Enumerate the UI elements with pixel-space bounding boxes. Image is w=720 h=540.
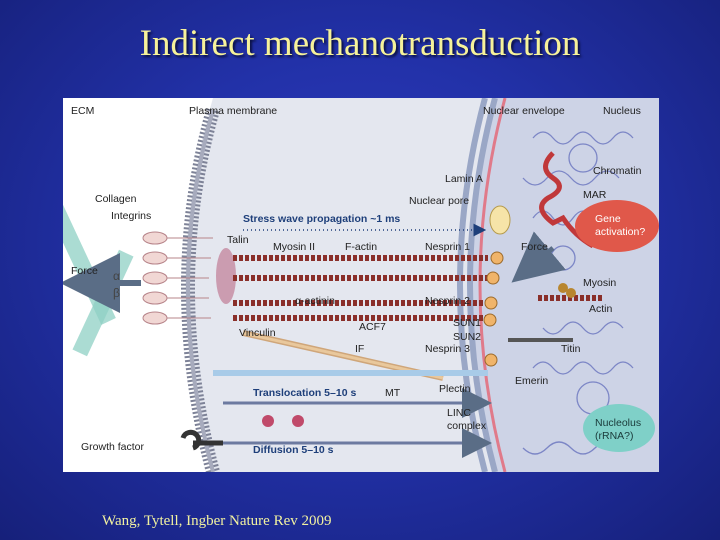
label-actin: Actin <box>589 303 613 315</box>
label-stress-wave: Stress wave propagation ~1 ms <box>243 213 400 225</box>
label-plectin: Plectin <box>439 383 471 395</box>
label-f-actin: F-actin <box>345 241 377 253</box>
label-titin: Titin <box>561 343 581 355</box>
figure-labels: ECM Plasma membrane Nuclear envelope Nuc… <box>71 105 645 456</box>
label-acf7: ACF7 <box>359 321 386 333</box>
label-nucleolus-1: Nucleolus <box>595 417 641 429</box>
mechanotransduction-figure: ECM Plasma membrane Nuclear envelope Nuc… <box>63 98 659 472</box>
nucleolus-blob <box>583 404 655 452</box>
nesprin-nodes <box>483 251 504 367</box>
label-emerin: Emerin <box>515 375 548 387</box>
label-sun1: SUN1 <box>453 317 481 329</box>
label-alpha-actinin: α-actinin <box>295 295 335 307</box>
label-beta: β <box>113 286 120 300</box>
label-chromatin: Chromatin <box>593 165 642 177</box>
label-collagen: Collagen <box>95 193 137 205</box>
label-gene-activation-2: activation? <box>595 226 645 238</box>
label-mar: MAR <box>583 189 607 201</box>
label-alpha: α <box>113 269 120 283</box>
label-vinculin: Vinculin <box>239 327 276 339</box>
label-linc-2: complex <box>447 420 487 432</box>
label-talin: Talin <box>227 234 249 246</box>
nuclear-envelope <box>457 98 488 472</box>
label-myosin-ii: Myosin II <box>273 241 315 253</box>
label-mt: MT <box>385 387 401 399</box>
label-integrins: Integrins <box>111 210 151 222</box>
growth-factor-receptor <box>180 429 223 451</box>
label-nucleus: Nucleus <box>603 105 641 117</box>
label-nesprin-1: Nesprin 1 <box>425 241 470 253</box>
slide-title: Indirect mechanotransduction <box>139 23 581 64</box>
label-nuclear-envelope: Nuclear envelope <box>483 105 565 117</box>
citation: Wang, Tytell, Ingber Nature Rev 2009 <box>102 513 332 529</box>
nuclear-lamina <box>478 98 507 472</box>
force-arrow-right <box>511 231 566 283</box>
label-myosin: Myosin <box>583 277 616 289</box>
label-diffusion: Diffusion 5–10 s <box>253 444 334 456</box>
label-nucleolus-2: (rRNA?) <box>595 430 634 442</box>
label-sun2: SUN2 <box>453 331 481 343</box>
label-lamin-a: Lamin A <box>445 173 483 185</box>
label-linc-1: LINC <box>447 407 471 419</box>
label-ecm: ECM <box>71 105 94 117</box>
integrins <box>142 231 213 325</box>
signal-molecule <box>262 415 274 427</box>
label-nesprin-2: Nesprin 2 <box>425 295 470 307</box>
label-gene-activation-1: Gene <box>595 213 621 225</box>
label-if: IF <box>355 343 364 355</box>
label-force-right: Force <box>521 241 548 253</box>
nuclear-pore-complex <box>489 205 511 235</box>
chromatin-strand <box>539 151 595 249</box>
gene-activation-blob <box>575 200 659 252</box>
nuclear-myosin <box>558 283 576 298</box>
label-nuclear-pore: Nuclear pore <box>409 195 469 207</box>
label-translocation: Translocation 5–10 s <box>253 387 356 399</box>
actin-filaments <box>233 255 603 321</box>
label-plasma-membrane: Plasma membrane <box>189 105 277 117</box>
focal-adhesion <box>216 248 236 304</box>
label-nesprin-3: Nesprin 3 <box>425 343 470 355</box>
label-force-left: Force <box>71 265 98 277</box>
label-growth-factor: Growth factor <box>81 441 145 453</box>
